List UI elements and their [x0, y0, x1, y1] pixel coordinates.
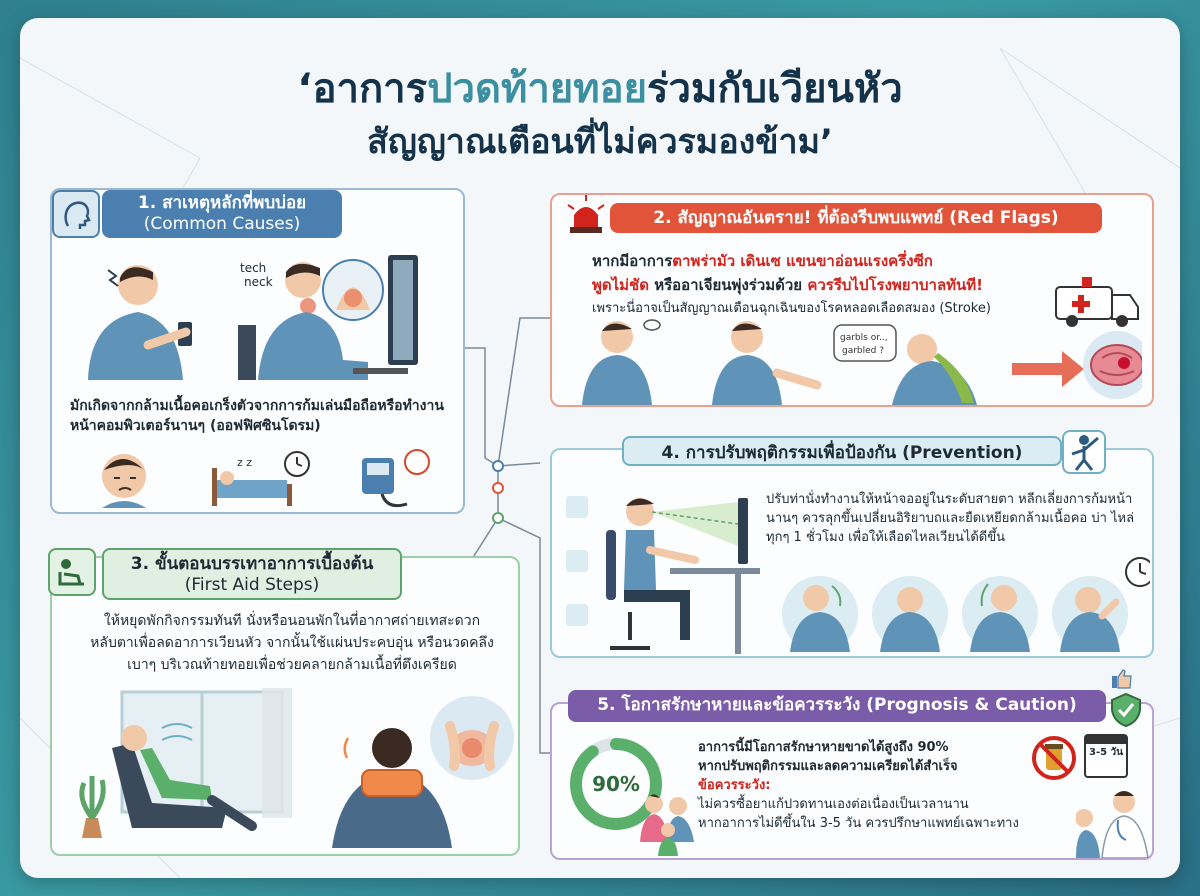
head-profile-icon	[52, 190, 100, 238]
speech-bubble-icon	[833, 324, 897, 362]
stretch-pose-3	[962, 576, 1038, 652]
first-aid-description: ให้หยุดพักกิจกรรมทันที นั่งหรือนอนพักในท…	[90, 613, 494, 673]
desk-icon	[670, 568, 760, 574]
neck-pain-icon	[300, 298, 316, 314]
eye-icon	[643, 319, 661, 331]
svg-text:garbled ?: garbled ?	[842, 346, 884, 356]
svg-text:garbls or..,: garbls or..,	[840, 333, 888, 343]
svg-text:z z: z z	[237, 456, 252, 469]
percent-label: 90%	[592, 772, 640, 796]
causes-description: มักเกิดจากกล้ามเนื้อคอเกร็งตัวจากการก้มเ…	[70, 398, 444, 434]
node-dot-blue	[492, 460, 504, 472]
main-subtitle: สัญญาณเตือนที่ไม่ควรมองข้าม’	[367, 122, 833, 162]
node-dot-green	[492, 512, 504, 524]
bed-icon	[217, 480, 287, 498]
family-icon	[640, 794, 694, 856]
causes-illustration: tech neck	[88, 255, 418, 380]
first-aid-illustration	[79, 688, 514, 848]
plant-icon	[566, 604, 588, 626]
timer-icon	[566, 550, 588, 572]
stretch-pose-1	[782, 576, 858, 652]
first-aid-heading: 3. ขั้นตอนบรรเทาอาการเบื้องต้น (First Ai…	[102, 548, 402, 600]
infographic-card: ‘อาการปวดท้ายทอยร่วมกับเวียนหัว สัญญาณเต…	[20, 18, 1180, 878]
recliner-chair-icon	[112, 743, 227, 828]
thumbs-up-icon	[1110, 668, 1134, 690]
vomiting-person-icon	[907, 334, 937, 364]
prognosis-panel: 5. โอกาสรักษาหายและข้อควรระวัง (Prognosi…	[550, 669, 1154, 860]
first-aid-panel: 3. ขั้นตอนบรรเทาอาการเบื้องต้น (First Ai…	[48, 548, 520, 856]
gauge-icon	[404, 449, 430, 475]
red-flags-heading: 2. สัญญาณอันตราย! ที่ต้องรีบพบแพทย์ (Red…	[610, 203, 1102, 233]
stretching-person-icon	[1062, 430, 1106, 474]
posture-icon	[566, 496, 588, 518]
causes-heading: 1. สาเหตุหลักที่พบบ่อย (Common Causes)	[102, 190, 342, 238]
node-dot-red	[492, 482, 504, 494]
clock-icon	[1125, 557, 1150, 587]
causes-panel: 1. สาเหตุหลักที่พบบ่อย (Common Causes) t…	[50, 188, 465, 514]
ambulance-icon	[1055, 277, 1139, 327]
causes-small-icons: z z	[102, 449, 430, 508]
prevention-description: ปรับท่านั่งทำงานให้หน้าจออยู่ในระดับสายต…	[766, 492, 1135, 545]
red-flags-text: หากมีอาการตาพร่ามัว เดินเซ แขนขาอ่อนแรงค…	[592, 252, 991, 316]
prognosis-heading: 5. โอกาสรักษาหายและข้อควรระวัง (Prognosi…	[568, 690, 1106, 722]
red-flags-panel: 2. สัญญาณอันตราย! ที่ต้องรีบพบแพทย์ (Red…	[550, 193, 1154, 407]
doctor-consult-icon	[1076, 791, 1149, 858]
main-title: ‘อาการปวดท้ายทอยร่วมกับเวียนหัว	[297, 66, 903, 112]
svg-text:tech: tech	[240, 261, 266, 275]
neck-stretch-illustrations	[782, 557, 1150, 652]
svg-text:neck: neck	[244, 275, 273, 289]
no-pills-icon	[1032, 736, 1076, 780]
plant-icon	[82, 818, 102, 838]
calendar-icon: 3-5 วัน	[1084, 734, 1128, 778]
monitor-icon	[738, 498, 748, 564]
percent-arc	[570, 738, 662, 830]
siren-icon	[566, 195, 606, 235]
resting-person-icon	[48, 548, 96, 596]
red-flags-illustration: garbls or.., garbled ?	[582, 319, 1142, 405]
back-of-head-icon	[372, 728, 412, 768]
stretch-pose-4	[1052, 576, 1128, 652]
stretch-pose-2	[872, 576, 948, 652]
heat-pack-icon	[361, 769, 423, 797]
ergonomic-desk-illustration	[566, 496, 760, 654]
prognosis-text: อาการนี้มีโอกาสรักษาหายขาดได้สูงถึง 90% …	[698, 740, 1019, 831]
recovery-percent-ring	[570, 738, 662, 830]
shield-check-icon	[1108, 692, 1144, 728]
office-chair-icon	[606, 530, 616, 600]
prevention-heading: 4. การปรับพฤติกรรมเพื่อป้องกัน (Preventi…	[622, 436, 1062, 466]
arrow-right-icon	[1012, 351, 1084, 387]
prevention-panel: 4. การปรับพฤติกรรมเพื่อป้องกัน (Preventi…	[550, 430, 1154, 658]
